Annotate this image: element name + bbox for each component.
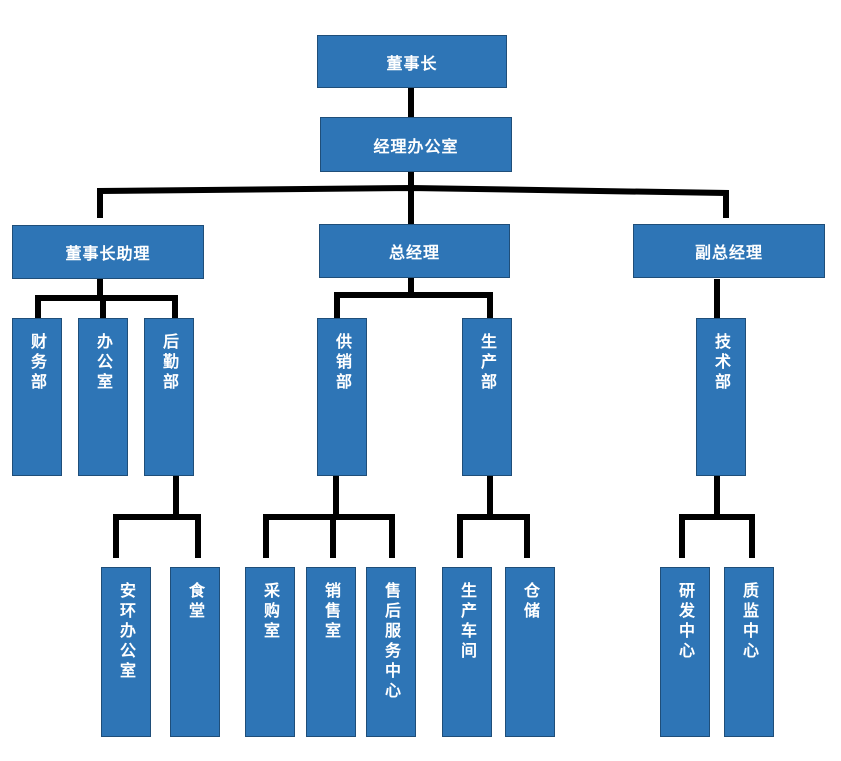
node-chairman-assistant: 董事长助理 bbox=[12, 225, 204, 279]
node-purchasing: 采购室 bbox=[245, 567, 295, 737]
node-safety-office: 安环办公室 bbox=[101, 567, 151, 737]
node-label: 总经理 bbox=[388, 243, 440, 262]
node-warehouse: 仓储 bbox=[505, 567, 555, 737]
node-label: 销售室 bbox=[322, 582, 341, 642]
node-label: 董事长助理 bbox=[65, 244, 151, 263]
node-chairman: 董事长 bbox=[317, 35, 507, 88]
node-label: 售后服务中心 bbox=[382, 582, 401, 702]
node-label: 经理办公室 bbox=[373, 136, 459, 156]
node-label: 食堂 bbox=[186, 582, 205, 622]
connector bbox=[457, 514, 530, 558]
node-office: 办公室 bbox=[78, 318, 128, 476]
connector bbox=[113, 514, 201, 558]
node-workshop: 生产车间 bbox=[442, 567, 492, 737]
connector bbox=[35, 295, 178, 321]
node-label: 生产部 bbox=[478, 333, 497, 393]
node-supply-sales: 供销部 bbox=[317, 318, 367, 476]
node-label: 采购室 bbox=[261, 582, 280, 642]
node-technology: 技术部 bbox=[696, 318, 746, 476]
node-finance: 财务部 bbox=[12, 318, 62, 476]
node-logistics: 后勤部 bbox=[144, 318, 194, 476]
node-label: 办公室 bbox=[94, 333, 113, 393]
node-label: 董事长 bbox=[386, 53, 438, 73]
node-label: 后勤部 bbox=[160, 333, 179, 393]
node-manager-office: 经理办公室 bbox=[320, 117, 512, 172]
node-deputy-general-manager: 副总经理 bbox=[633, 224, 825, 278]
node-label: 研发中心 bbox=[676, 582, 695, 662]
connector bbox=[334, 292, 493, 321]
node-rnd-center: 研发中心 bbox=[660, 567, 710, 737]
node-label: 供销部 bbox=[333, 333, 352, 393]
node-label: 生产车间 bbox=[458, 582, 477, 662]
node-canteen: 食堂 bbox=[170, 567, 220, 737]
connector bbox=[97, 184, 729, 218]
node-general-manager: 总经理 bbox=[319, 224, 510, 278]
node-label: 质监中心 bbox=[740, 582, 759, 662]
node-after-sales: 售后服务中心 bbox=[366, 567, 416, 737]
node-label: 财务部 bbox=[28, 333, 47, 393]
node-label: 仓储 bbox=[521, 582, 540, 622]
node-production: 生产部 bbox=[462, 318, 512, 476]
node-label: 副总经理 bbox=[694, 243, 763, 262]
node-sales-room: 销售室 bbox=[306, 567, 356, 737]
node-qa-center: 质监中心 bbox=[724, 567, 774, 737]
connector bbox=[679, 514, 755, 558]
node-label: 安环办公室 bbox=[117, 582, 136, 682]
node-label: 技术部 bbox=[712, 333, 731, 393]
connector bbox=[263, 514, 395, 558]
